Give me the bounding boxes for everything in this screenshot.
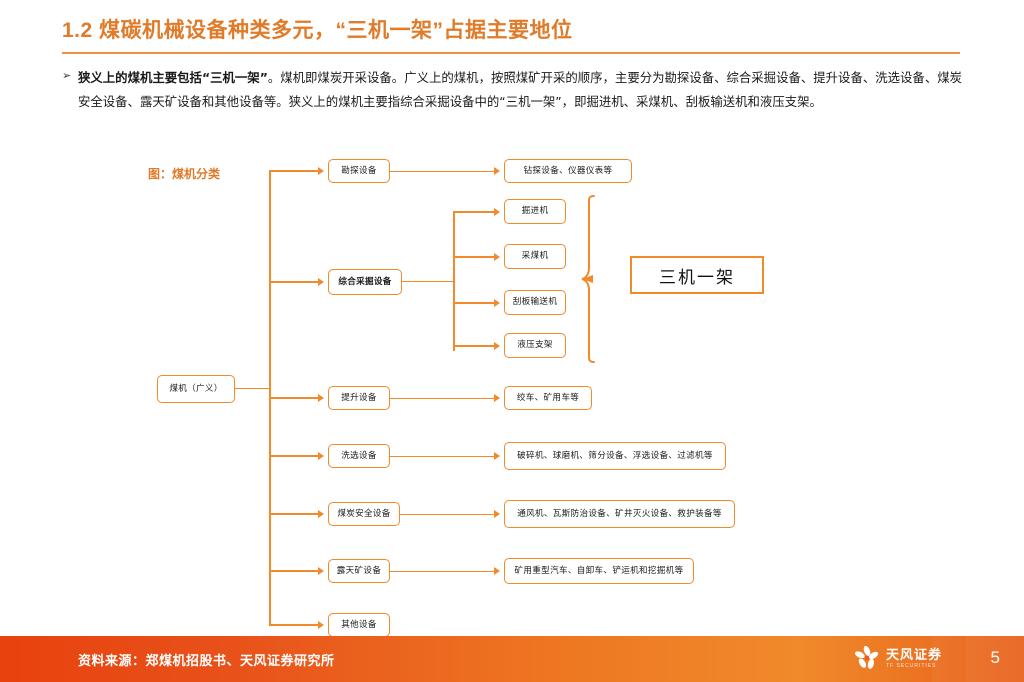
node-other-equipment[interactable]: 其他设备 [328,613,390,637]
tf-securities-logo-icon [854,645,879,669]
body-block: ➢ 狭义上的煤机主要包括“三机一架”。煤机即煤炭开采设备。广义上的煤机，按照煤矿… [62,66,962,114]
connector-spine-to-washing [269,455,319,458]
connector-openpit-to-detail [390,571,495,573]
page-title: 1.2 煤碳机械设备种类多元，“三机一架”占据主要地位 [62,19,573,42]
connector-washing-to-detail [390,456,495,458]
arrow-safety [318,510,324,518]
node-exploration-equipment[interactable]: 勘探设备 [328,159,390,183]
connector-subspine-to-hydraulic [453,345,495,348]
arrow-detail-openpit [494,567,500,575]
node-root-coal-machinery[interactable]: 煤机（广义） [157,375,235,403]
connector-spine-to-integrated [269,281,319,284]
connector-spine-to-hoisting [269,397,319,400]
connector-spine-to-openpit [269,570,319,573]
connector-subspine-to-roadheader [453,211,495,214]
node-machine-hydraulic-support[interactable]: 液压支架 [504,333,566,358]
connector-spine-to-other [269,624,319,627]
bullet-icon: ➢ [62,70,72,82]
connector-exploration-to-detail [390,171,495,173]
body-lead: 狭义上的煤机主要包括“三机一架” [78,70,268,85]
arrow-exploration [318,167,324,175]
footer-accent-block-b [932,636,966,682]
arrow-detail-safety [494,510,500,518]
arrow-openpit [318,567,324,575]
arrow-other [318,621,324,629]
node-integrated-mining-equipment[interactable]: 综合采掘设备 [328,269,402,295]
node-detail-washing[interactable]: 破碎机、球磨机、筛分设备、浮选设备、过滤机等 [504,442,726,470]
page-number: 5 [990,648,1000,667]
node-detail-openpit[interactable]: 矿用重型汽车、自卸车、铲运机和挖掘机等 [504,558,694,584]
arrow-scraper-conveyor [494,299,500,307]
body-text: 。煤机即煤炭开采设备。广义上的煤机，按照煤矿开采的顺序，主要分为勘探设备、综合采… [78,70,963,109]
connector-root-to-spine [235,388,270,390]
connector-spine-to-safety [269,513,319,516]
connector-spine-to-exploration [269,170,319,173]
arrow-detail-washing [494,452,500,460]
arrow-hoisting [318,394,324,402]
logo-company-name: 天风证券 [885,646,942,662]
connector-hoisting-to-detail [390,398,495,400]
logo-company-subtitle: TF SECURITIES [885,662,937,669]
node-coal-safety-equipment[interactable]: 煤炭安全设备 [328,502,400,526]
node-machine-roadheader[interactable]: 掘进机 [504,199,566,224]
node-washing-equipment[interactable]: 洗选设备 [328,444,390,468]
footer-bar: 资料来源：郑煤机招股书、天风证券研究所 天风证券 TF SECURITIES 5 [0,636,1024,682]
title-divider [62,52,960,54]
arrow-shearer [494,253,500,261]
connector-integrated-to-subspine [402,281,454,283]
arrow-detail-exploration [494,167,500,175]
arrow-washing [318,452,324,460]
node-hoisting-equipment[interactable]: 提升设备 [328,386,390,410]
arrow-roadheader [494,208,500,216]
node-machine-shearer[interactable]: 采煤机 [504,244,566,269]
footer-accent-block-a [966,636,1024,682]
connector-subspine-to-scraper [453,302,495,305]
diagram-caption: 图：煤机分类 [148,167,221,181]
arrow-detail-hoisting [494,394,500,402]
node-detail-safety[interactable]: 通风机、瓦斯防治设备、矿井灭火设备、救护装备等 [504,500,735,528]
connector-machine-subspine [453,211,456,351]
connector-safety-to-detail [400,514,495,516]
arrow-hydraulic-support [494,342,500,350]
grouping-brace [581,195,595,363]
coal-machinery-classification-diagram: 图：煤机分类 煤机（广义） 勘探设备 综合采掘设备 提升设备 洗选设备 煤炭安全… [0,150,1024,637]
node-machine-scraper-conveyor[interactable]: 刮板输送机 [504,290,566,315]
footer-source-text: 资料来源：郑煤机招股书、天风证券研究所 [78,653,335,668]
logo-text-wrap: 天风证券 TF SECURITIES [886,648,942,669]
node-open-pit-mine-equipment[interactable]: 露天矿设备 [328,559,390,583]
company-logo: 天风证券 TF SECURITIES [854,645,942,671]
highlight-three-machines-one-support[interactable]: 三机一架 [630,256,764,294]
node-detail-hoisting[interactable]: 绞车、矿用车等 [504,386,592,410]
node-detail-exploration[interactable]: 钻探设备、仪器仪表等 [504,159,632,183]
body-paragraph: 狭义上的煤机主要包括“三机一架”。煤机即煤炭开采设备。广义上的煤机，按照煤矿开采… [78,66,962,114]
arrow-integrated [318,278,324,286]
connector-subspine-to-shearer [453,256,495,259]
